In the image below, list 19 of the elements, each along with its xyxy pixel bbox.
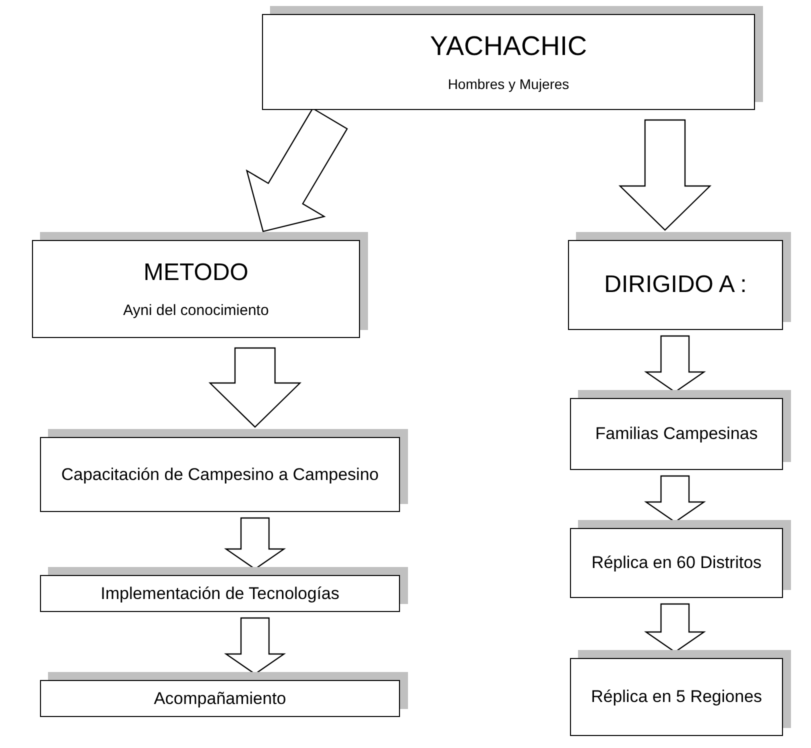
box-subtitle: Ayni del conocimiento bbox=[122, 302, 270, 320]
block-arrow bbox=[246, 108, 348, 232]
block-arrow bbox=[618, 119, 712, 231]
box-title: METODO bbox=[142, 258, 250, 288]
box-subtitle: Hombres y Mujeres bbox=[446, 76, 570, 94]
block-arrow bbox=[644, 335, 706, 393]
box-title: Acompañamiento bbox=[152, 688, 288, 710]
block-arrow bbox=[644, 603, 706, 653]
box-title: Réplica en 5 Regiones bbox=[590, 686, 764, 708]
box-title: DIRIGIDO A : bbox=[603, 270, 748, 300]
block-arrow bbox=[208, 347, 302, 428]
block-arrow bbox=[224, 517, 286, 570]
box-title: YACHACHIC bbox=[428, 30, 588, 64]
box-title: Capacitación de Campesino a Campesino bbox=[60, 464, 380, 486]
block-arrow bbox=[224, 617, 286, 675]
block-arrow bbox=[644, 475, 706, 523]
box-title: Implementación de Tecnologías bbox=[100, 582, 340, 604]
box-title: Réplica en 60 Distritos bbox=[590, 552, 763, 574]
box-title: Familias Campesinas bbox=[594, 423, 759, 445]
